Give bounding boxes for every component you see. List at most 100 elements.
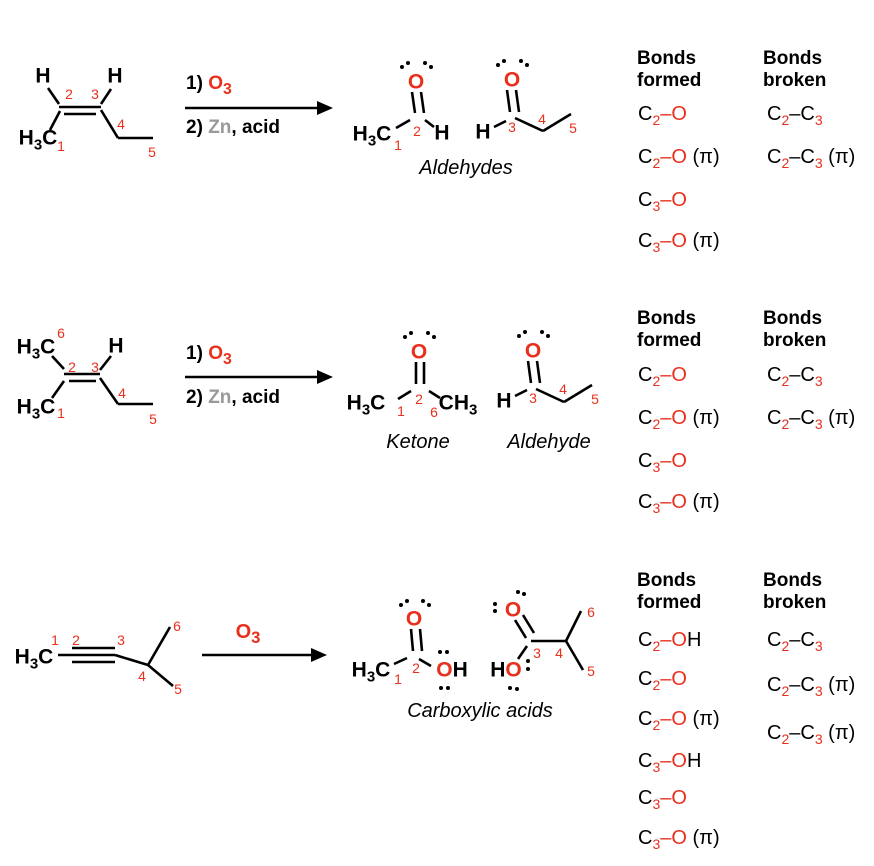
r2-bond-broken-row: C2–C3 (π) (767, 407, 856, 432)
r3-reactant-locant-2: 2 (72, 632, 80, 648)
r1-reactant-h3c: H3C (18, 126, 58, 154)
r2-bonds-broken-header: Bonds broken (763, 308, 827, 351)
row3-reaction-arrow (202, 648, 327, 662)
r3-prod2-locant-6: 6 (587, 604, 595, 620)
r1-reactant-locant-3: 3 (91, 86, 99, 102)
r1-condition-step2: 2) Zn, acid (186, 117, 280, 138)
r2-prod2-locant-3: 3 (529, 390, 537, 406)
r1-reactant-h-left: H (35, 64, 51, 88)
r2-reactant-locant-2: 2 (68, 359, 76, 375)
r3-bonds-broken-header: Bonds broken (763, 570, 827, 613)
row2-reactant-skeleton (50, 355, 153, 406)
r3-bond-formed-row: C2–OH (638, 629, 702, 654)
r2-prod2-oxygen: O (524, 339, 542, 363)
r1-reactant-locant-2: 2 (65, 86, 73, 102)
r1-prod1-h3c: H3C (352, 122, 392, 150)
r3-reactant-locant-1: 1 (51, 632, 59, 648)
r2-bond-formed-row: C3–O (638, 450, 687, 475)
r3-prod2-locant-3: 3 (533, 645, 541, 661)
r2-prod1-locant-6: 6 (430, 404, 438, 420)
r2-condition-step2: 2) Zn, acid (186, 387, 280, 408)
r3-bond-formed-row: C3–OH (638, 750, 702, 775)
r2-prod1-locant-2: 2 (415, 391, 423, 407)
row1-product2-skeleton (493, 59, 572, 133)
row2-product1-skeleton (397, 331, 441, 401)
r1-prod2-oxygen: O (503, 68, 521, 92)
r1-condition-step1: 1) O3 (186, 73, 232, 98)
r3-bond-formed-row: C2–O (π) (638, 708, 720, 733)
r2-prod2-locant-5: 5 (591, 391, 599, 407)
r3-condition-o3: O3 (235, 621, 261, 647)
r2-bonds-formed-header: Bonds formed (637, 308, 702, 351)
r3-prod2-ho: HO (490, 658, 522, 682)
r2-prod2-locant-4: 4 (559, 381, 567, 397)
r1-bond-formed-row: C2–O (π) (638, 146, 720, 171)
r1-bonds-formed-header: Bonds formed (637, 48, 702, 91)
r3-prod1-locant-1: 1 (394, 671, 402, 687)
r3-bond-formed-row: C3–O (638, 787, 687, 812)
r3-reactant-h3c: H3C (14, 645, 54, 673)
r2-product2-type-label: Aldehyde (507, 431, 591, 453)
r1-reactant-locant-5: 5 (148, 144, 156, 160)
r3-prod2-locant-4: 4 (555, 645, 563, 661)
r1-bond-formed-row: C3–O (638, 189, 687, 214)
r2-condition-step1: 1) O3 (186, 343, 232, 368)
r1-reactant-h-right: H (107, 64, 123, 88)
r2-bond-formed-row: C2–O (π) (638, 407, 720, 432)
r2-reactant-h3c-bottom: H3C (16, 395, 56, 423)
row2-reaction-arrow (185, 370, 333, 384)
r2-reactant-locant-3: 3 (91, 359, 99, 375)
row1-reactant-skeleton (46, 87, 153, 140)
row3-reactant-skeleton (58, 626, 174, 687)
r2-prod1-locant-1: 1 (397, 403, 405, 419)
r3-bond-broken-row: C2–C3 (π) (767, 722, 856, 747)
r2-bond-broken-row: C2–C3 (767, 364, 823, 389)
r2-reactant-locant-5: 5 (149, 411, 157, 427)
r2-product1-type-label: Ketone (386, 431, 450, 453)
r3-bond-broken-row: C2–C3 (767, 629, 823, 654)
r3-prod1-h3c: H3C (351, 658, 391, 686)
row3-product1-skeleton (393, 599, 450, 690)
r3-prod1-locant-2: 2 (412, 660, 420, 676)
r3-reactant-locant-3: 3 (117, 632, 125, 648)
r3-bond-formed-row: C2–O (638, 668, 687, 693)
r1-prod2-locant-3: 3 (508, 119, 516, 135)
row2-product2-skeleton (514, 330, 593, 404)
r1-prod1-oxygen: O (407, 70, 425, 94)
r3-product-type-label: Carboxylic acids (407, 700, 553, 722)
r1-prod1-h: H (434, 121, 450, 145)
r1-bond-formed-row: C2–O (638, 103, 687, 128)
r2-prod2-h: H (496, 389, 512, 413)
r2-reactant-locant-4: 4 (118, 385, 126, 401)
r2-prod1-h3c: H3C (346, 391, 386, 419)
r3-reactant-locant-4: 4 (138, 668, 146, 684)
r1-prod1-locant-2: 2 (413, 123, 421, 139)
r2-reactant-h-right: H (108, 334, 124, 358)
r2-prod1-oxygen: O (410, 340, 428, 364)
r1-bond-formed-row: C3–O (π) (638, 230, 720, 255)
row3-product2-skeleton (493, 590, 585, 691)
r1-reactant-locant-4: 4 (117, 116, 125, 132)
r3-bond-formed-row: C3–O (π) (638, 827, 720, 852)
r3-reactant-locant-5: 5 (174, 681, 182, 697)
r1-bond-broken-row: C2–C3 (π) (767, 146, 856, 171)
r1-prod1-locant-1: 1 (394, 137, 402, 153)
r3-reactant-locant-6: 6 (173, 618, 181, 634)
row1-reaction-arrow (185, 101, 333, 115)
row1-product1-skeleton (395, 61, 435, 130)
r2-bond-formed-row: C3–O (π) (638, 491, 720, 516)
r2-bond-formed-row: C2–O (638, 364, 687, 389)
r3-prod1-carbonyl-oxygen: O (405, 607, 423, 631)
r1-prod2-h: H (475, 120, 491, 144)
r1-prod2-locant-5: 5 (569, 120, 577, 136)
r3-bonds-formed-header: Bonds formed (637, 570, 702, 613)
r1-reactant-locant-1: 1 (57, 138, 65, 154)
r2-reactant-h3c-top: H3C (16, 335, 56, 363)
r1-product-type-label: Aldehydes (419, 157, 513, 179)
r1-bond-broken-row: C2–C3 (767, 103, 823, 128)
r3-prod1-oh: OH (436, 658, 468, 682)
r3-bond-broken-row: C2–C3 (π) (767, 674, 856, 699)
r2-prod1-ch3: CH3 (438, 391, 478, 419)
